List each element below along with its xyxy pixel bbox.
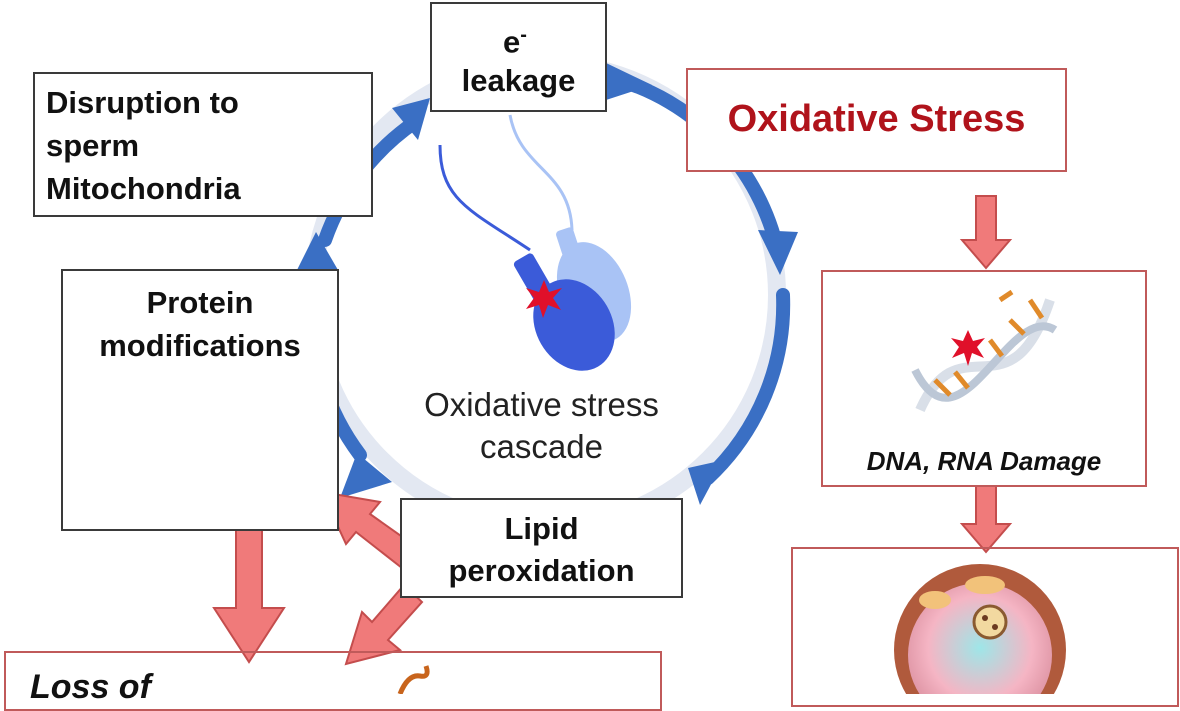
sperm-illustration bbox=[438, 114, 632, 371]
pink-arrows bbox=[212, 195, 1013, 666]
electron-label: e- bbox=[503, 16, 543, 61]
disruption-line3: Mitochondria bbox=[46, 171, 241, 206]
red-star-icon bbox=[526, 280, 562, 318]
bottom-squiggle-icon bbox=[397, 665, 430, 694]
egg-damage-box bbox=[791, 547, 1179, 707]
center-caption-line1: Oxidative stress bbox=[424, 386, 659, 423]
e-leakage-box bbox=[430, 2, 607, 112]
oxidative-stress-box bbox=[686, 68, 1067, 172]
dna-rna-damage-label: DNA, RNA Damage bbox=[866, 446, 1102, 476]
dna-helix-icon bbox=[911, 289, 1058, 413]
center-caption-line2: cascade bbox=[480, 428, 603, 465]
egg-cell-icon bbox=[894, 564, 1066, 694]
protein-line2: modifications bbox=[99, 328, 301, 363]
electron-symbol: e bbox=[503, 24, 521, 60]
arrow-dna-to-egg bbox=[959, 485, 1013, 554]
disruption-line1: Disruption to bbox=[46, 85, 239, 120]
arrow-stress-to-dna bbox=[959, 195, 1013, 270]
disruption-line2: sperm bbox=[46, 128, 140, 163]
arrow-protein-down bbox=[212, 517, 286, 664]
lipid-line2: peroxidation bbox=[448, 553, 635, 588]
lipid-line1: Lipid bbox=[504, 511, 579, 546]
oxidative-stress-title: Oxidative Stress bbox=[727, 98, 1026, 140]
mitochondria-disruption-box bbox=[33, 72, 373, 217]
lipid-peroxidation-box bbox=[400, 498, 683, 598]
electron-charge: - bbox=[520, 24, 527, 46]
red-star-icon bbox=[951, 330, 985, 366]
loss-of-label: Loss of bbox=[30, 668, 151, 706]
leakage-label: leakage bbox=[461, 63, 576, 98]
arrow-lipid-down bbox=[344, 583, 424, 666]
dna-damage-box bbox=[821, 270, 1147, 487]
protein-modifications-box bbox=[61, 269, 339, 531]
cycle-arrow-heads bbox=[296, 62, 798, 505]
protein-line1: Protein bbox=[146, 285, 254, 320]
